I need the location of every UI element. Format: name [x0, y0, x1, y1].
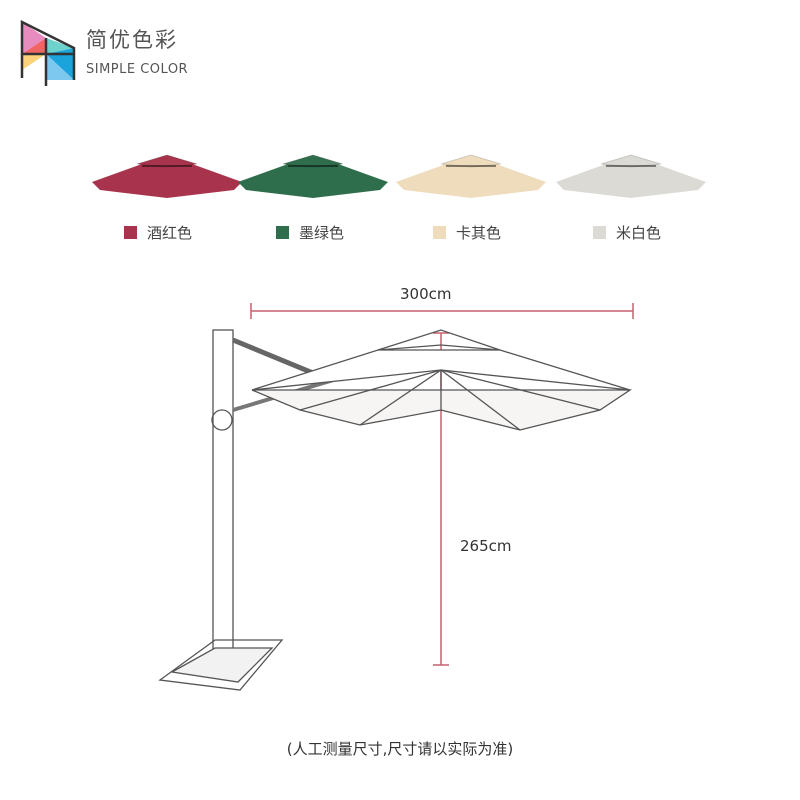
color-label: 酒红色 [147, 224, 193, 242]
umbrella-diagram [158, 303, 634, 691]
umbrella-0 [92, 154, 242, 198]
umbrella-2 [396, 154, 546, 198]
swatch [593, 226, 606, 239]
color-label: 墨绿色 [299, 224, 345, 242]
brand-name-en: SIMPLE COLOR [86, 62, 189, 77]
swatch [124, 226, 137, 239]
brand-logo [20, 19, 76, 86]
measurement-note: (人工测量尺寸,尺寸请以实际为准) [286, 740, 514, 758]
color-option-khaki[interactable]: 卡其色 [433, 222, 501, 243]
color-option-green[interactable]: 墨绿色 [276, 222, 344, 243]
swatch [276, 226, 289, 239]
color-option-wine[interactable]: 酒红色 [124, 222, 192, 243]
color-label: 卡其色 [456, 224, 502, 242]
width-dimension: 300cm [400, 285, 452, 303]
height-dimension: 265cm [460, 537, 512, 555]
umbrella-3 [556, 154, 706, 198]
color-umbrellas [92, 154, 706, 198]
brand-name-cn: 简优色彩 [86, 28, 178, 52]
umbrella-1 [238, 154, 388, 198]
swatch [433, 226, 446, 239]
color-label: 米白色 [616, 224, 662, 242]
color-option-offwhite[interactable]: 米白色 [593, 222, 661, 243]
